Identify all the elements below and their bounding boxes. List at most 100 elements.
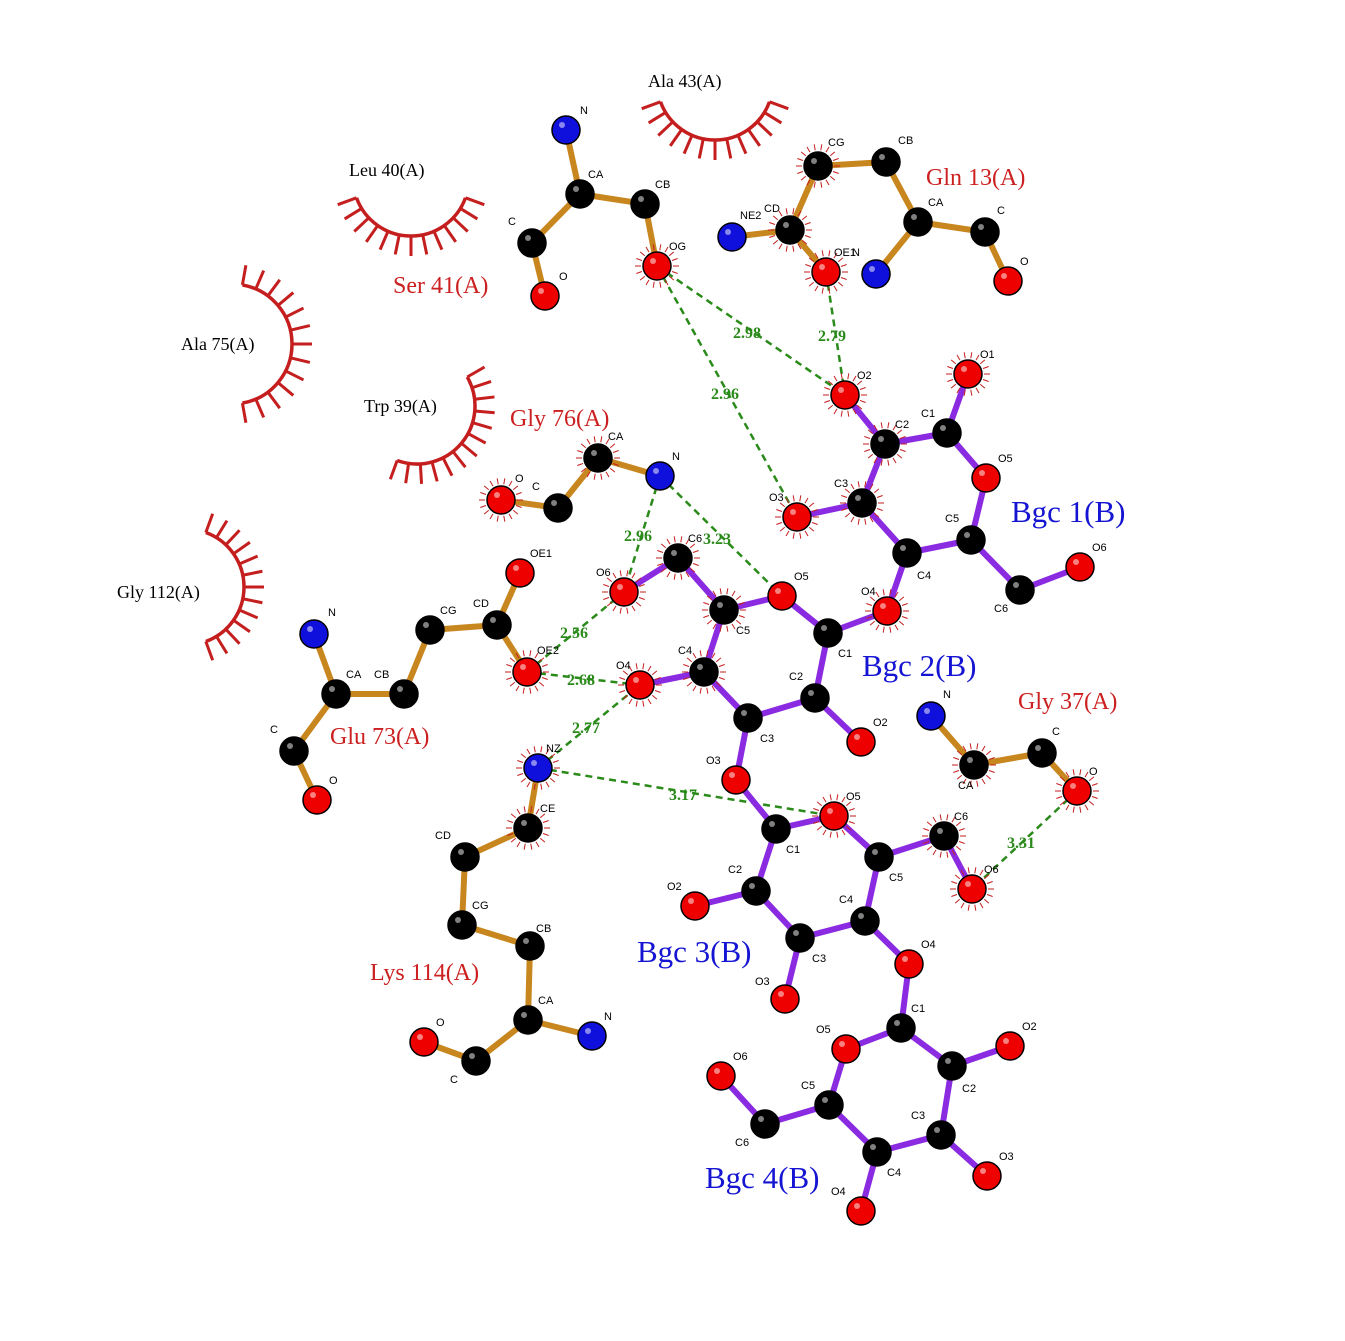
contact-halo-tick — [955, 821, 962, 827]
contact-halo-tick — [686, 681, 693, 687]
hydrophobic-spike — [240, 264, 248, 286]
contact-halo-tick — [523, 806, 526, 813]
hydrophobic-spike — [747, 128, 761, 147]
atom-b2_o4 — [872, 596, 902, 626]
atom-b3_c5 — [864, 842, 894, 872]
hbond-distance-label: 2.79 — [818, 328, 846, 345]
atom-g37_o — [1062, 776, 1092, 806]
contact-halo-tick — [800, 175, 807, 181]
atom-label: N — [604, 1011, 612, 1023]
contact-halo-tick — [692, 685, 697, 692]
contact-halo-tick — [503, 515, 506, 522]
contact-halo-tick — [827, 380, 834, 386]
atom-highlight — [821, 625, 827, 631]
contact-halo-tick — [825, 146, 830, 153]
contact-halo-tick — [664, 246, 669, 253]
contact-halo-tick — [946, 851, 949, 858]
atom-highlight — [934, 1127, 940, 1133]
atom-highlight — [838, 387, 844, 393]
hydrophobic-spike — [464, 196, 485, 207]
contact-halo-tick — [638, 584, 645, 587]
atom-highlight — [819, 264, 825, 270]
contact-halo-tick — [969, 780, 972, 787]
contact-halo-tick — [534, 652, 539, 659]
contact-halo-tick — [622, 670, 629, 676]
hbond-distance-label: 3.23 — [703, 531, 731, 548]
atom-s_n — [551, 115, 581, 145]
contact-halo-tick — [666, 571, 671, 578]
atom-k_cg — [447, 910, 477, 940]
contact-halo-tick — [976, 743, 979, 750]
contact-halo-tick — [539, 837, 546, 843]
atom-b1_c1 — [932, 418, 962, 448]
contact-halo-tick — [552, 760, 559, 763]
atom-g37_ca — [959, 750, 989, 780]
contact-halo-tick — [845, 801, 852, 807]
atom-highlight — [458, 849, 464, 855]
contact-halo-tick — [797, 243, 802, 250]
contact-halo-tick — [529, 650, 532, 657]
contact-halo-tick — [626, 607, 629, 614]
hydrophobic-spike — [343, 207, 363, 221]
contact-halo-tick — [864, 481, 867, 488]
contact-halo-tick — [522, 650, 525, 657]
contact-halo-tick — [856, 380, 863, 386]
contact-halo-tick — [660, 543, 667, 549]
contact-halo-tick — [1088, 800, 1095, 806]
contact-halo-tick — [718, 677, 725, 680]
hydrophobic-label-ala75: Ala 75(A) — [181, 334, 254, 355]
contact-halo-tick — [689, 567, 696, 573]
atom-b1_c6 — [1005, 575, 1035, 605]
atom-label: NZ — [546, 743, 561, 755]
contact-halo-tick — [836, 794, 839, 801]
atom-label: C5 — [889, 872, 903, 884]
atom-label: O6 — [733, 1051, 748, 1063]
contact-halo-tick — [785, 245, 788, 252]
contact-halo-tick — [603, 597, 610, 600]
contact-halo-tick — [975, 387, 980, 394]
atom-highlight — [397, 686, 403, 692]
contact-halo-tick — [814, 285, 819, 292]
contact-halo-tick — [731, 623, 736, 630]
contact-halo-tick — [1056, 783, 1063, 786]
contact-halo-tick — [953, 757, 960, 760]
atom-highlight — [880, 603, 886, 609]
contact-halo-tick — [508, 513, 513, 520]
residue-label-gln13: Gln 13(A) — [926, 165, 1025, 191]
atom-label: CD — [764, 203, 780, 215]
atom-k_ca — [513, 1005, 543, 1035]
hydrophobic-spike — [432, 230, 444, 251]
atom-e_oe1 — [505, 558, 535, 588]
contact-halo-tick — [642, 663, 645, 670]
contact-halo-tick — [779, 526, 786, 532]
contact-halo-tick — [540, 783, 543, 790]
hydrophobic-spike — [284, 369, 305, 382]
contact-halo-tick — [947, 366, 954, 369]
atom-label: OE1 — [834, 247, 856, 259]
contact-halo-tick — [530, 843, 533, 850]
contact-halo-tick — [515, 505, 522, 508]
contact-halo-tick — [963, 352, 966, 359]
hydrophobic-arc-ala75 — [242, 283, 294, 405]
contact-halo-tick — [586, 438, 591, 445]
contact-halo-tick — [580, 467, 587, 473]
atom-label: O5 — [998, 453, 1013, 465]
contact-halo-tick — [926, 845, 933, 851]
atom-b2_c3 — [733, 703, 763, 733]
contact-halo-tick — [552, 773, 559, 776]
contact-halo-tick — [837, 281, 844, 287]
hydrophobic-spike — [393, 234, 401, 255]
contact-halo-tick — [605, 471, 610, 478]
contact-halo-tick — [896, 453, 903, 459]
atom-highlight — [902, 956, 908, 962]
atom-label: O1 — [980, 349, 995, 361]
contact-halo-tick — [896, 429, 903, 435]
atom-label: C1 — [786, 844, 800, 856]
atom-b2_c1 — [813, 618, 843, 648]
contact-halo-tick — [956, 354, 961, 361]
atom-highlight — [1013, 582, 1019, 588]
contact-halo-tick — [622, 694, 629, 700]
contact-halo-tick — [605, 438, 610, 445]
hydrophobic-spike — [242, 597, 263, 605]
atom-highlight — [858, 913, 864, 919]
